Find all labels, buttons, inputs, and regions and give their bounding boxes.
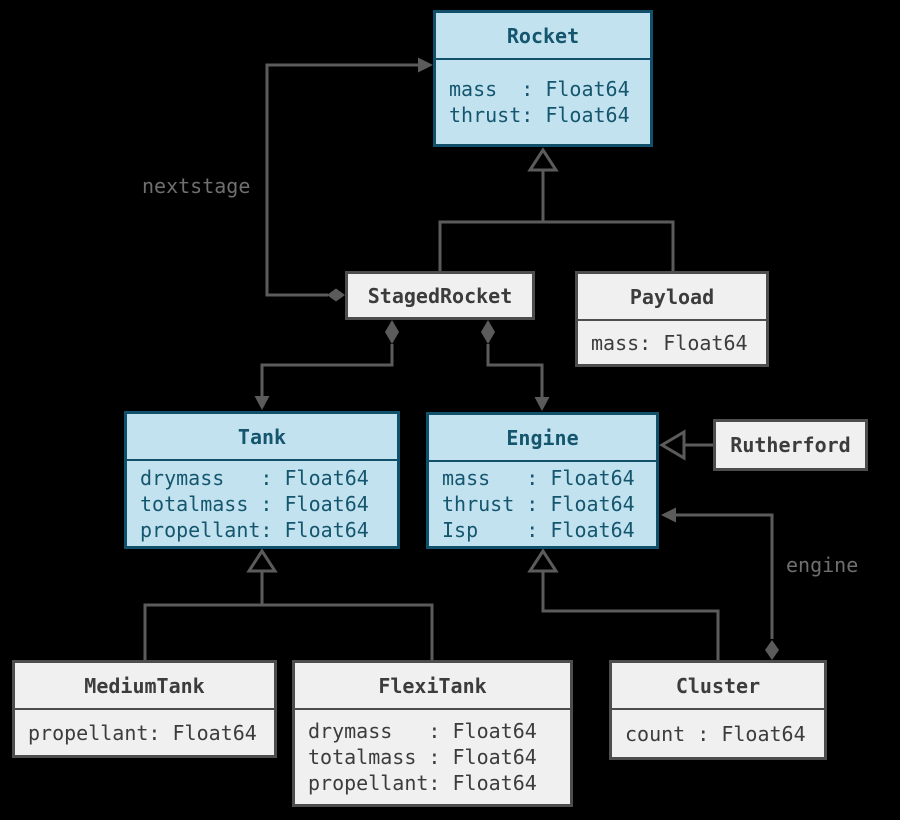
diamond-icon: [327, 288, 345, 302]
class-attributes: mass : Float64 thrust : Float64 Isp : Fl…: [429, 462, 656, 546]
class-title: Tank: [237, 424, 287, 449]
attribute: propellant: Float64: [28, 720, 257, 745]
class-box-engine: Engine mass : Float64 thrust : Float64 I…: [426, 412, 659, 549]
attribute: totalmass : Float64: [140, 491, 369, 516]
class-title: Cluster: [675, 673, 761, 698]
class-title: Engine: [506, 425, 579, 450]
class-box-mediumtank: MediumTank propellant: Float64: [12, 660, 277, 758]
class-box-tank: Tank drymass : Float64 totalmass : Float…: [124, 411, 400, 549]
edge-stagedrocket-engine: [481, 320, 550, 411]
edge-nextstage: [265, 57, 433, 302]
arrowhead-icon: [418, 57, 433, 73]
attribute: count : Float64: [625, 721, 806, 746]
compartment-divider: [127, 459, 397, 461]
compartment-divider: [15, 708, 274, 710]
attribute: Isp : Float64: [442, 518, 635, 542]
attribute: propellant: Float64: [140, 517, 369, 542]
edge-engine-association: [661, 507, 779, 660]
attribute: thrust : Float64: [442, 492, 635, 516]
attribute: mass : Float64: [442, 466, 635, 490]
edge-stagedrocket-tank: [254, 320, 399, 410]
class-box-payload: Payload mass: Float64: [575, 271, 769, 367]
attribute: propellant: Float64: [308, 771, 537, 795]
class-attributes: mass : Float64 thrust: Float64: [436, 60, 650, 144]
class-attributes: mass: Float64: [578, 321, 766, 364]
class-box-rutherford: Rutherford: [713, 419, 868, 471]
class-title: Rocket: [506, 23, 580, 48]
edge-inherit-rutherford: [659, 429, 713, 461]
diamond-icon: [481, 320, 495, 344]
edge-label-engine: engine: [786, 553, 859, 577]
class-box-stagedrocket: StagedRocket: [345, 271, 535, 320]
class-title: FlexiTank: [378, 673, 487, 698]
class-title: StagedRocket: [367, 283, 513, 308]
attribute: thrust: Float64: [449, 103, 630, 127]
arrowhead-icon: [661, 507, 676, 523]
attribute: mass: Float64: [591, 330, 748, 355]
attribute: drymass : Float64: [308, 719, 537, 743]
attribute: drymass : Float64: [140, 465, 369, 490]
compartment-divider: [578, 319, 766, 321]
class-title: Payload: [629, 284, 715, 309]
diamond-icon: [385, 320, 399, 344]
attribute: totalmass : Float64: [308, 745, 537, 769]
class-attributes: drymass : Float64 totalmass : Float64 pr…: [127, 461, 397, 546]
compartment-divider: [612, 708, 824, 710]
class-box-rocket: Rocket mass : Float64 thrust: Float64: [433, 10, 653, 147]
compartment-divider: [429, 460, 656, 462]
edge-inherit-tank: [143, 548, 434, 660]
class-attributes: count : Float64: [612, 710, 824, 757]
hollow-triangle-icon: [659, 429, 686, 461]
compartment-divider: [436, 58, 650, 60]
arrowhead-icon: [254, 396, 270, 410]
hollow-triangle-icon: [527, 147, 559, 172]
attribute: mass : Float64: [449, 77, 630, 101]
edge-label-nextstage: nextstage: [142, 174, 251, 198]
class-box-cluster: Cluster count : Float64: [609, 660, 827, 760]
hollow-triangle-icon: [527, 548, 559, 573]
edge-inherit-rocket: [438, 147, 675, 271]
diamond-icon: [765, 640, 779, 660]
class-title: Rutherford: [730, 433, 851, 457]
class-title: MediumTank: [84, 673, 205, 698]
hollow-triangle-icon: [246, 548, 278, 573]
arrowhead-icon: [534, 397, 550, 411]
compartment-divider: [295, 708, 570, 710]
class-attributes: drymass : Float64 totalmass : Float64 pr…: [295, 710, 570, 804]
class-box-flexitank: FlexiTank drymass : Float64 totalmass : …: [292, 660, 573, 807]
edge-inherit-engine: [527, 548, 720, 660]
class-attributes: propellant: Float64: [15, 710, 274, 755]
